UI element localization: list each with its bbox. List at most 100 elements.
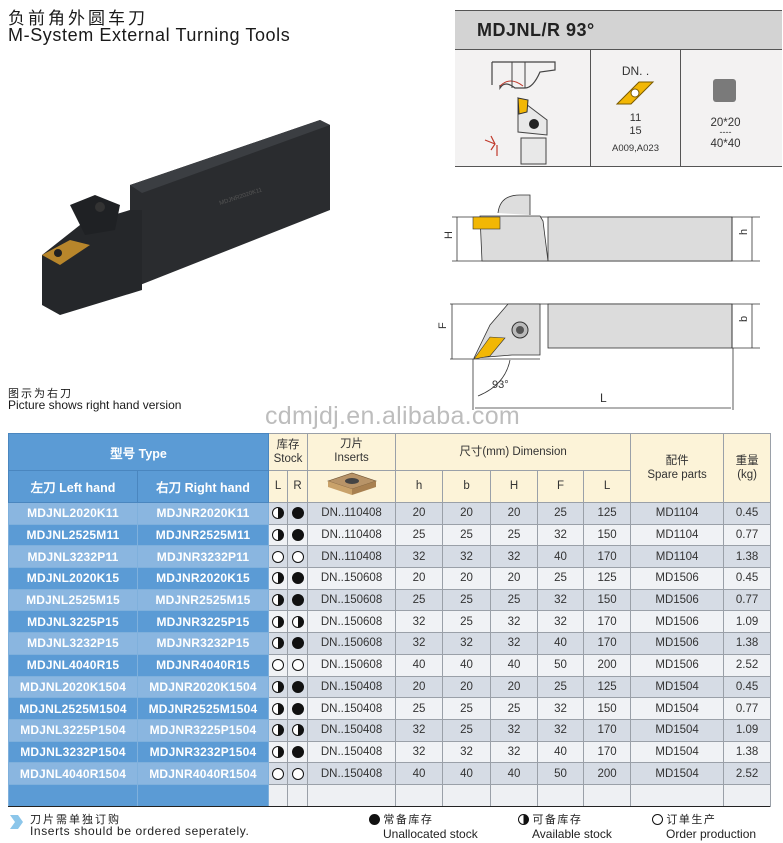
legend-order: 订单生产 Order production	[652, 811, 756, 841]
spec-box: MDJNL/R 93° DN. . 11 15 A009	[455, 10, 782, 168]
header-stock-l: L	[268, 470, 289, 503]
cell-l: 150	[583, 588, 632, 612]
cell-h: 32	[490, 718, 539, 742]
header-dim-H: H	[490, 470, 539, 503]
header-weight: 重量 (kg)	[723, 433, 772, 503]
cell-l: 200	[583, 762, 632, 785]
cell-l: 170	[583, 740, 632, 764]
cell-l: 125	[583, 675, 632, 699]
cell-spare: MD1506	[630, 632, 725, 655]
cell-insert: DN..150408	[307, 762, 397, 785]
cell-h: 25	[490, 588, 539, 612]
cell-insert: DN..150608	[307, 588, 397, 612]
left-hand-model: MDJNL2020K11	[8, 502, 138, 525]
cell-h: 32	[395, 740, 444, 764]
empty-cell	[395, 783, 444, 807]
cell-l: 170	[583, 610, 632, 634]
stock-half-circle-icon	[291, 615, 304, 628]
cell-kg: 1.38	[723, 740, 772, 764]
stock-l-cell	[268, 632, 289, 655]
cell-b: 40	[442, 762, 492, 785]
title-chinese: 负前角外圆车刀	[8, 9, 148, 29]
empty-cell	[583, 783, 632, 807]
cell-f: 40	[537, 740, 585, 764]
header-weight-cn: 重量	[735, 454, 759, 467]
stock-empty-circle-icon	[291, 550, 304, 563]
stock-l-cell	[268, 610, 289, 634]
stock-half-circle-icon	[272, 724, 285, 737]
header-stock-cn: 库存	[276, 438, 300, 451]
stock-r-cell	[287, 762, 309, 785]
legend-order-cn: 订单生产	[666, 813, 717, 826]
stock-full-circle-icon	[291, 745, 304, 758]
cell-kg: 2.52	[723, 762, 772, 785]
empty-circle-icon	[652, 814, 663, 826]
cell-h: 25	[490, 523, 539, 547]
label-b: b	[738, 316, 750, 322]
cell-kg: 1.09	[723, 610, 772, 634]
stock-half-circle-icon	[291, 724, 304, 737]
cell-insert: DN..150408	[307, 718, 397, 742]
legend-available: 可备库存 Available stock	[518, 811, 612, 841]
empty-cell	[490, 783, 539, 807]
cell-insert: DN..150408	[307, 675, 397, 699]
stock-empty-circle-icon	[291, 659, 304, 672]
cell-kg: 1.38	[723, 632, 772, 655]
header-stock: 库存 Stock	[268, 433, 309, 471]
stock-r-cell	[287, 523, 309, 547]
cell-kg: 0.45	[723, 502, 772, 525]
cell-h: 20	[490, 675, 539, 699]
cell-h: 20	[395, 675, 444, 699]
insert-grades: A009,A023	[611, 143, 659, 154]
stock-l-cell	[268, 545, 289, 569]
legend-available-cn: 可备库存	[532, 813, 583, 826]
cell-f: 40	[537, 545, 585, 569]
legend-unallocated-en: Unallocated stock	[383, 827, 478, 841]
stock-half-circle-icon	[272, 637, 285, 650]
legend-unallocated-cn: 常备库存	[383, 813, 434, 826]
stock-half-circle-icon	[272, 702, 285, 715]
stock-r-cell	[287, 718, 309, 742]
cell-spare: MD1506	[630, 567, 725, 590]
cell-insert: DN..110408	[307, 545, 397, 569]
cell-b: 25	[442, 610, 492, 634]
stock-half-circle-icon	[272, 594, 285, 607]
cell-l: 170	[583, 545, 632, 569]
cell-b: 20	[442, 502, 492, 525]
empty-cell	[8, 783, 138, 807]
left-hand-model: MDJNL3232P15	[8, 632, 138, 655]
cell-insert: DN..150408	[307, 697, 397, 720]
stock-l-cell	[268, 502, 289, 525]
cell-f: 32	[537, 588, 585, 612]
stock-r-cell	[287, 502, 309, 525]
stock-r-cell	[287, 610, 309, 634]
tool-holder-photo: MDJNR2020K11	[42, 120, 330, 315]
cell-h: 20	[490, 567, 539, 590]
insert-icon	[326, 472, 377, 496]
cell-b: 32	[442, 545, 492, 569]
cell-spare: MD1506	[630, 653, 725, 677]
diamond-insert-icon	[615, 81, 655, 105]
cell-b: 25	[442, 718, 492, 742]
cell-kg: 1.09	[723, 718, 772, 742]
insert-spec-cell: DN. . 11 15 A009,A023	[591, 50, 681, 167]
stock-empty-circle-icon	[272, 659, 285, 672]
label-L: L	[600, 391, 607, 405]
cell-insert: DN..110408	[307, 523, 397, 547]
left-hand-model: MDJNL2020K1504	[8, 675, 138, 699]
header-spare-en: Spare parts	[647, 469, 707, 481]
cell-l: 150	[583, 697, 632, 720]
cell-f: 32	[537, 697, 585, 720]
cell-b: 32	[442, 740, 492, 764]
stock-r-cell	[287, 588, 309, 612]
insert-image-cell	[307, 470, 397, 503]
left-hand-model: MDJNL3232P11	[8, 545, 138, 569]
stock-full-circle-icon	[291, 637, 304, 650]
cell-kg: 0.77	[723, 697, 772, 720]
label-F: F	[437, 322, 449, 329]
cell-h: 32	[490, 545, 539, 569]
square-shank-icon	[713, 79, 736, 102]
right-hand-model: MDJNR3232P1504	[136, 740, 270, 764]
